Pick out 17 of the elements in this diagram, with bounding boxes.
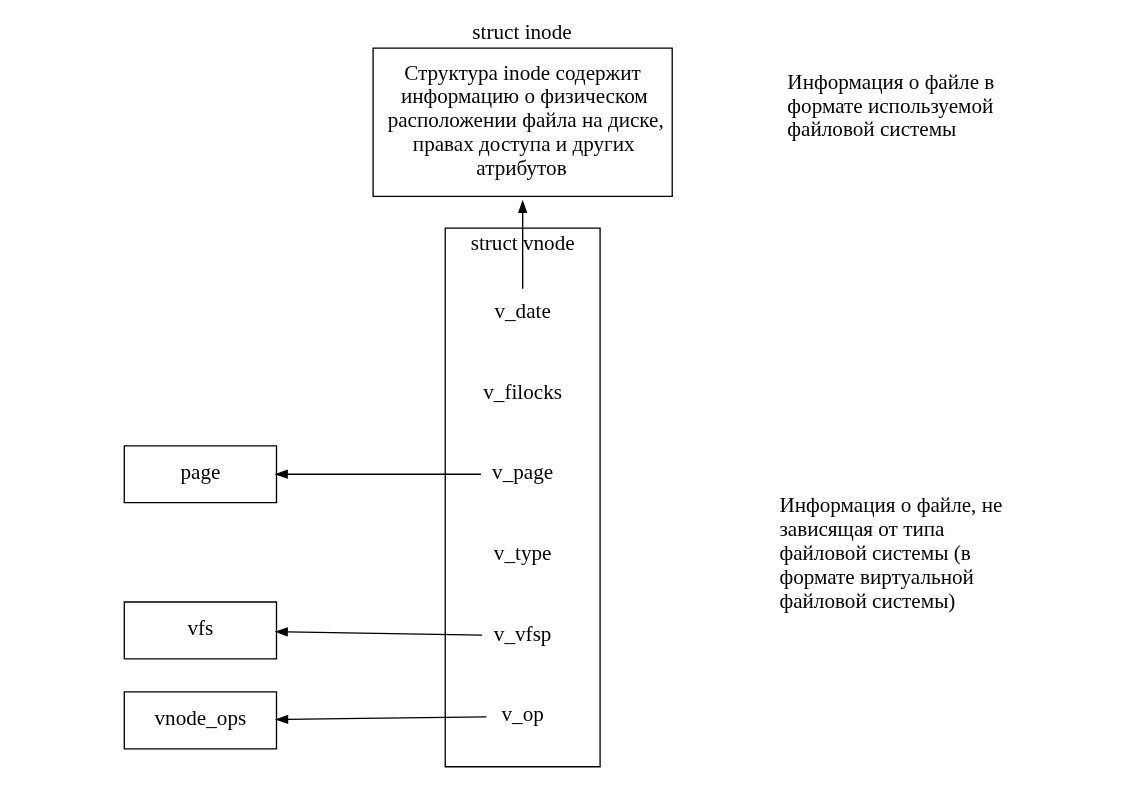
label: Информация о файле в формате используемой файловой системы bbox=[787, 69, 995, 142]
arrow bbox=[274, 469, 482, 479]
node-box: page bbox=[123, 445, 278, 504]
node-text: v_filocks bbox=[483, 379, 563, 404]
node-text: v_type bbox=[493, 541, 552, 566]
arrow bbox=[518, 199, 528, 290]
node-text: v_page bbox=[492, 460, 554, 485]
label: Информация о файле, не зависящая от типа файловой системы (в формате виртуальной файловой системы) bbox=[779, 493, 1003, 613]
node-label: struct inode bbox=[472, 19, 572, 44]
arrow bbox=[274, 627, 483, 637]
node-text: v_vfsp bbox=[493, 621, 552, 646]
node-box: vfs bbox=[123, 601, 278, 660]
node-text: v_op bbox=[501, 702, 544, 727]
arrow bbox=[274, 714, 488, 724]
node-box: Структура inode содержит информацию о физическом расположении файла на диске, правах доступа и других атрибутов bbox=[372, 47, 673, 197]
node-box: vnode_ops bbox=[123, 691, 278, 750]
node-text: v_date bbox=[494, 298, 551, 323]
